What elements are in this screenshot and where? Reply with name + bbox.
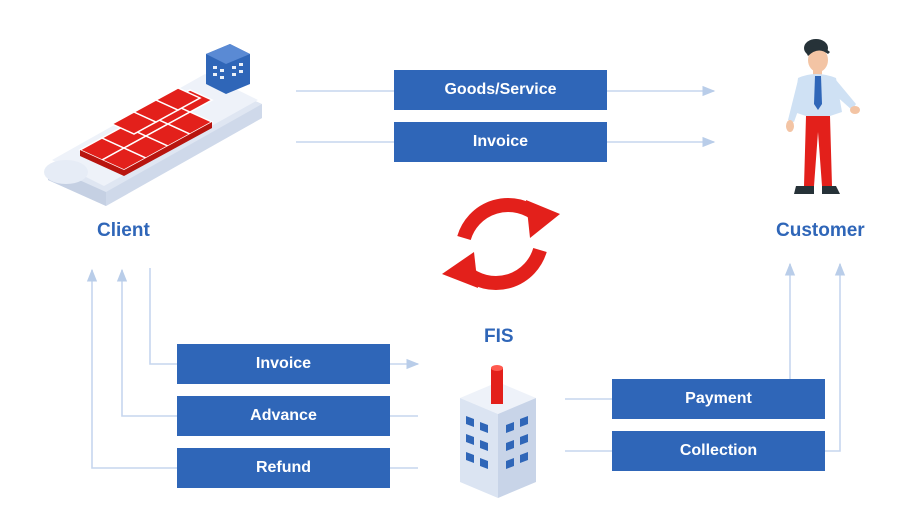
refresh-cycle-icon [442, 197, 560, 291]
flow-collection-box: Collection [612, 431, 825, 471]
cargo-ship-icon [44, 44, 262, 206]
flow-invoice-fis-box: Invoice [177, 344, 390, 384]
businessman-icon [786, 39, 860, 194]
flow-invoice-customer-box: Invoice [394, 122, 607, 162]
connector-collection [565, 262, 846, 452]
client-label: Client [97, 220, 150, 241]
flow-payment-box: Payment [612, 379, 825, 419]
fis-label: FIS [484, 326, 514, 347]
customer-label: Customer [776, 220, 865, 241]
office-building-icon [460, 365, 536, 498]
flow-advance-box: Advance [177, 396, 390, 436]
flow-goods-service-box: Goods/Service [394, 70, 607, 110]
connector-advance [116, 268, 418, 417]
flow-refund-box: Refund [177, 448, 390, 488]
containers [78, 87, 214, 176]
